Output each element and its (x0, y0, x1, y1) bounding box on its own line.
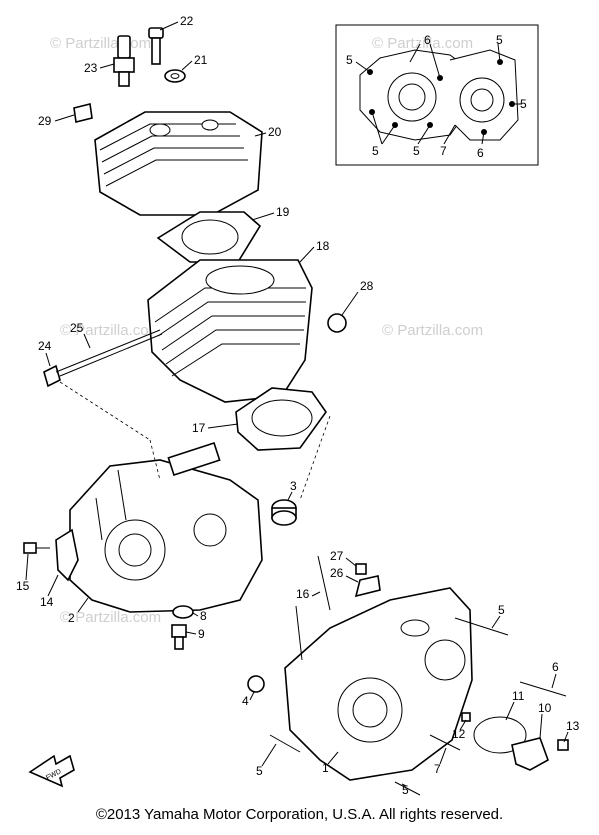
blind-plug (327, 313, 347, 333)
callout-label: 16 (296, 587, 310, 601)
bolt (23, 542, 50, 554)
cable-cover (461, 712, 569, 771)
callout-label: 1 (322, 761, 329, 775)
forward-arrow: FWD (28, 754, 75, 788)
callout-label: 9 (198, 627, 205, 641)
cylinder-head (94, 111, 263, 216)
head-stud (148, 27, 164, 65)
callout-label: 5 (496, 33, 503, 47)
bolt-assembly (354, 563, 381, 598)
callout-label: 28 (360, 279, 374, 293)
callout-label: 17 (192, 421, 206, 435)
callout-label: 5 (402, 783, 409, 797)
spark-plug (113, 35, 135, 87)
head-gasket (156, 211, 262, 263)
callout-label: 5 (346, 53, 353, 67)
callout-label: 11 (512, 689, 525, 703)
callout-label: 20 (268, 125, 282, 139)
callout-label: 7 (434, 762, 441, 776)
callout-label: 3 (290, 479, 297, 493)
drain-bolt (171, 624, 187, 650)
callout-label: 29 (38, 114, 52, 128)
copyright-notice: ©2013 Yamaha Motor Corporation, U.S.A. A… (95, 806, 504, 823)
callout-label: 4 (242, 694, 249, 708)
callout-label: 6 (424, 33, 431, 47)
watermark: © Partzilla.com (372, 35, 473, 52)
watermark: © Partzilla.com (50, 35, 151, 52)
crankcase-bolts (269, 617, 567, 796)
callout-label: 23 (84, 61, 98, 75)
callout-label: 25 (70, 321, 84, 335)
callout-label: 22 (180, 14, 194, 28)
watermark: © Partzilla.com (60, 609, 161, 626)
callout-label: 26 (330, 566, 344, 580)
cap-nut (73, 103, 93, 123)
callout-label: 7 (440, 144, 447, 158)
callout-label: 27 (330, 549, 344, 563)
callout-label: 5 (520, 97, 527, 111)
callout-label: 10 (538, 701, 552, 715)
callout-label: 24 (38, 339, 52, 353)
callout-label: 6 (477, 146, 484, 160)
bracket (55, 528, 79, 582)
drain-washer (172, 605, 194, 619)
callout-label: 19 (276, 205, 290, 219)
callouts: 22 23 21 29 20 19 18 28 25 24 17 3 15 14… (16, 14, 580, 797)
callout-label: 14 (40, 595, 54, 609)
callout-label: 21 (194, 53, 208, 67)
exploded-parts-diagram: © Partzilla.com © Partzilla.com © Partzi… (16, 14, 580, 797)
callout-label: 5 (413, 144, 420, 158)
base-gasket (235, 387, 327, 451)
callout-label: 6 (552, 660, 559, 674)
callout-label: 18 (316, 239, 330, 253)
callout-label: 13 (566, 719, 580, 733)
right-crankcase (284, 587, 473, 781)
watermark: © Partzilla.com (60, 322, 161, 339)
callout-label: 5 (498, 603, 505, 617)
dowel-pin (271, 499, 297, 526)
washer (164, 69, 186, 83)
callout-label: 8 (200, 609, 207, 623)
long-bolt (43, 329, 163, 388)
callout-label: 5 (256, 764, 263, 778)
oil-plug (247, 675, 265, 693)
watermark: © Partzilla.com (382, 322, 483, 339)
callout-label: 2 (68, 611, 75, 625)
left-crankcase (69, 442, 263, 613)
crankcase-stud (295, 555, 331, 661)
cylinder (147, 259, 313, 403)
callout-label: 12 (452, 727, 466, 741)
callout-label: 5 (372, 144, 379, 158)
inset-crankcase-view (335, 24, 539, 166)
callout-label: 15 (16, 579, 30, 593)
